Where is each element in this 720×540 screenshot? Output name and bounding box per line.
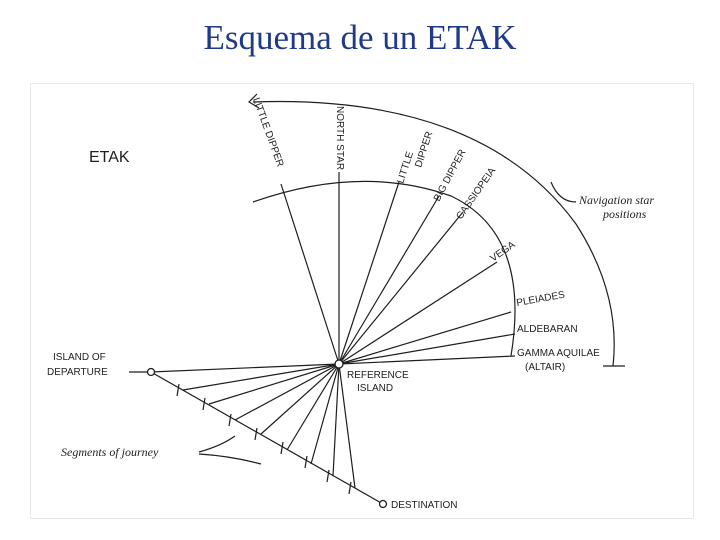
departure-island-marker [146, 367, 156, 377]
reference-island-marker [334, 359, 344, 369]
etak-diagram-figure: ETAK LITTLE DIPPER NORTH STAR LITTLE DIP… [30, 83, 694, 519]
segments-pointer-brace [198, 435, 262, 465]
star-label-gamma-aquilae: GAMMA AQUILAE [517, 348, 600, 359]
navigation-label-line2: positions [602, 207, 647, 221]
journey-track [150, 371, 384, 505]
star-label-big-dipper: BIG DIPPER [432, 148, 469, 204]
star-label-north-star: NORTH STAR [334, 106, 345, 170]
navigation-brace [550, 181, 577, 203]
star-label-little-dipper: LITTLE DIPPER [250, 96, 285, 168]
outer-arc-arrowhead [248, 93, 260, 109]
journey-tick-marks [176, 383, 352, 495]
island-of-departure-line1: ISLAND OF [53, 352, 106, 363]
destination-label: DESTINATION [391, 500, 457, 511]
island-of-departure-line2: DEPARTURE [47, 367, 108, 378]
navigation-label-line1: Navigation star [578, 193, 654, 207]
etak-diagram: ETAK LITTLE DIPPER NORTH STAR LITTLE DIP… [47, 93, 654, 511]
star-label-pleiades: PLEIADES [516, 290, 566, 309]
star-bearing-lines [280, 172, 516, 365]
departure-to-reference [150, 363, 340, 373]
reference-island-line2: ISLAND [357, 383, 393, 394]
outer-positions-arc [252, 100, 615, 367]
slide-title: Esquema de un ETAK [203, 18, 517, 57]
segment-lines [182, 363, 356, 489]
star-label-altair: (ALTAIR) [525, 362, 565, 373]
star-label-little-dipper-2-line1: LITTLE [395, 150, 416, 185]
star-positions-arc [252, 180, 516, 357]
destination-marker [378, 499, 388, 509]
star-label-aldebaran: ALDEBARAN [517, 324, 578, 335]
segments-of-journey-label: Segments of journey [61, 445, 159, 459]
star-label-little-dipper-2-line2: DIPPER [413, 130, 435, 169]
etak-heading: ETAK [89, 149, 130, 166]
reference-island-line1: REFERENCE [347, 370, 409, 381]
star-label-vega: VEGA [488, 239, 517, 264]
star-label-cassiopeia: CASSIOPEIA [454, 166, 498, 222]
